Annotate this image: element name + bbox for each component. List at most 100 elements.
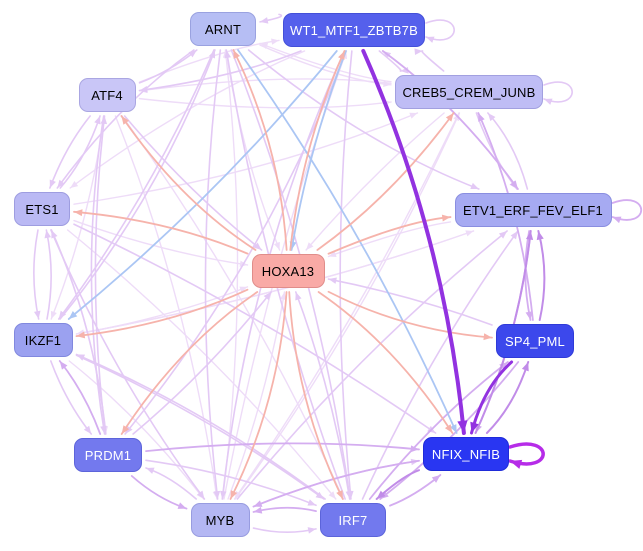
node-label: IKZF1	[24, 332, 62, 348]
edge-IRF7-MYB	[252, 506, 317, 513]
edge-CREB5-ARNT	[259, 42, 392, 83]
edge-ATF4-HOXA13-arrowhead	[253, 242, 262, 250]
edge-IRF7-IKZF1-arrowhead	[76, 354, 86, 361]
edge-HOXA13-CREB5-arrowhead	[445, 113, 454, 122]
node-IRF7[interactable]: IRF7	[320, 503, 386, 537]
edge-WT1-ARNT-arrowhead	[260, 17, 269, 24]
edge-ARNT-CREB5-arrowhead	[383, 80, 391, 87]
edge-HOXA13-ETV1	[327, 216, 452, 255]
edge-CREB5-WT1-arrowhead	[414, 48, 423, 55]
edge-IKZF1-ETS1-arrowhead	[44, 230, 52, 239]
self-loop-CREB5-arrowhead	[544, 98, 553, 105]
edge-PRDM1-ATF4	[94, 115, 107, 435]
node-label: IRF7	[338, 512, 368, 528]
edge-HOXA13-WT1-arrowhead	[338, 51, 345, 60]
node-ETV1[interactable]: ETV1_ERF_FEV_ELF1	[454, 193, 612, 227]
node-label: SP4_PML	[505, 333, 565, 349]
edge-CREB5-HOXA13-arrowhead	[306, 242, 314, 250]
edge-IRF7-NFIX	[389, 474, 442, 507]
self-loop-NFIX	[508, 442, 545, 466]
edge-PRDM1-IKZF1-arrowhead	[59, 361, 68, 370]
edge-ARNT-IKZF1	[57, 49, 215, 320]
edge-NFIX-ETV1-arrowhead	[525, 231, 534, 241]
self-loop-ETV1	[611, 199, 643, 221]
node-label: ARNT	[204, 21, 242, 37]
self-loop-ETV1-arrowhead	[612, 216, 622, 224]
edge-HOXA13-IKZF1-arrowhead	[76, 331, 86, 339]
edge-ETV1-CREB5-arrowhead	[487, 113, 496, 122]
edge-ARNT-HOXA13-arrowhead	[273, 241, 280, 250]
node-SP4[interactable]: SP4_PML	[496, 324, 574, 358]
edge-HOXA13-MYB	[229, 291, 288, 500]
edge-IKZF1-MYB	[68, 360, 205, 500]
edge-WT1-NFIX	[361, 49, 466, 435]
node-IKZF1[interactable]: IKZF1	[13, 323, 73, 357]
node-ATF4[interactable]: ATF4	[78, 78, 136, 112]
edge-HOXA13-IRF7	[288, 291, 344, 500]
edge-MYB-IRF7	[252, 527, 317, 534]
node-ETS1[interactable]: ETS1	[14, 192, 70, 226]
edge-HOXA13-PRDM1	[120, 291, 259, 435]
edge-ETV1-SP4-arrowhead	[525, 311, 533, 320]
edge-ARNT-MYB-arrowhead	[213, 490, 221, 499]
edge-WT1-ETV1-arrowhead	[510, 180, 518, 189]
edge-HOXA13-PRDM1-arrowhead	[121, 425, 130, 434]
edge-IRF7-ARNT-arrowhead	[224, 50, 231, 59]
edge-ETS1-NFIX	[73, 223, 437, 434]
node-label: WT1_MTF1_ZBTB7B	[290, 22, 418, 38]
edge-WT1-NFIX-arrowhead	[457, 420, 468, 433]
node-CREB5[interactable]: CREB5_CREM_JUNB	[395, 75, 543, 109]
edge-HOXA13-CREB5	[316, 112, 455, 251]
node-label: CREB5_CREM_JUNB	[402, 84, 536, 100]
edge-IKZF1-ARNT-arrowhead	[208, 50, 216, 59]
edge-MYB-PRDM1	[145, 467, 198, 500]
node-HOXA13[interactable]: HOXA13	[251, 254, 325, 288]
edge-PRDM1-MYB-arrowhead	[177, 502, 187, 509]
edge-HOXA13-IRF7-arrowhead	[336, 490, 343, 499]
edge-ETV1-HOXA13-arrowhead	[328, 251, 337, 258]
edge-PRDM1-MYB	[130, 475, 188, 510]
edge-ETS1-MYB-arrowhead	[197, 490, 205, 499]
edge-NFIX-IRF7-arrowhead	[376, 490, 386, 499]
edge-WT1-IKZF1-arrowhead	[68, 311, 78, 319]
node-MYB[interactable]: MYB	[190, 503, 250, 537]
edge-ETS1-ATF4-arrowhead	[94, 116, 101, 125]
edge-IKZF1-ETS1	[45, 229, 52, 320]
edge-ARNT-ETV1	[247, 49, 480, 190]
edge-ATF4-ETS1	[49, 115, 91, 189]
edge-CREB5-WT1	[421, 50, 445, 72]
edge-ARNT-IKZF1-arrowhead	[58, 310, 67, 319]
edge-ARNT-MYB	[204, 49, 222, 500]
edge-HOXA13-ETS1	[73, 210, 249, 255]
edge-SP4-HOXA13	[327, 278, 493, 326]
edge-NFIX-MYB-arrowhead	[253, 500, 263, 507]
edge-HOXA13-NFIX-arrowhead	[444, 424, 453, 433]
edge-SP4-IRF7	[379, 361, 520, 500]
edge-ATF4-IKZF1-arrowhead	[50, 310, 57, 319]
node-NFIX[interactable]: NFIX_NFIB	[423, 437, 509, 471]
edge-ATF4-ARNT-arrowhead	[188, 50, 197, 58]
edge-WT1-HOXA13	[290, 50, 347, 251]
edge-SP4-NFIX-arrowhead	[470, 421, 479, 433]
edge-ETS1-IRF7-arrowhead	[328, 491, 336, 499]
node-ARNT[interactable]: ARNT	[190, 12, 256, 46]
edge-ETS1-IKZF1-arrowhead	[33, 310, 41, 319]
node-WT1[interactable]: WT1_MTF1_ZBTB7B	[283, 13, 425, 47]
self-loop-WT1-arrowhead	[426, 36, 435, 43]
edge-PRDM1-IKZF1	[58, 360, 102, 435]
edge-HOXA13-NFIX	[317, 291, 454, 434]
node-label: ATF4	[91, 87, 123, 103]
edge-SP4-CREB5-arrowhead	[478, 113, 485, 122]
edge-IRF7-ETV1-arrowhead	[510, 231, 518, 240]
edge-PRDM1-HOXA13-arrowhead	[263, 292, 272, 301]
node-PRDM1[interactable]: PRDM1	[74, 438, 142, 472]
edge-SP4-ETV1-arrowhead	[536, 231, 544, 241]
edge-IRF7-HOXA13	[294, 291, 351, 500]
node-label: HOXA13	[261, 263, 315, 279]
edge-IRF7-HOXA13-arrowhead	[295, 292, 302, 301]
edge-IKZF1-PRDM1-arrowhead	[83, 425, 92, 434]
edge-ETS1-CREB5	[73, 112, 419, 205]
edge-ARNT-ETS1-arrowhead	[57, 179, 65, 188]
edge-IRF7-SP4	[368, 361, 509, 500]
